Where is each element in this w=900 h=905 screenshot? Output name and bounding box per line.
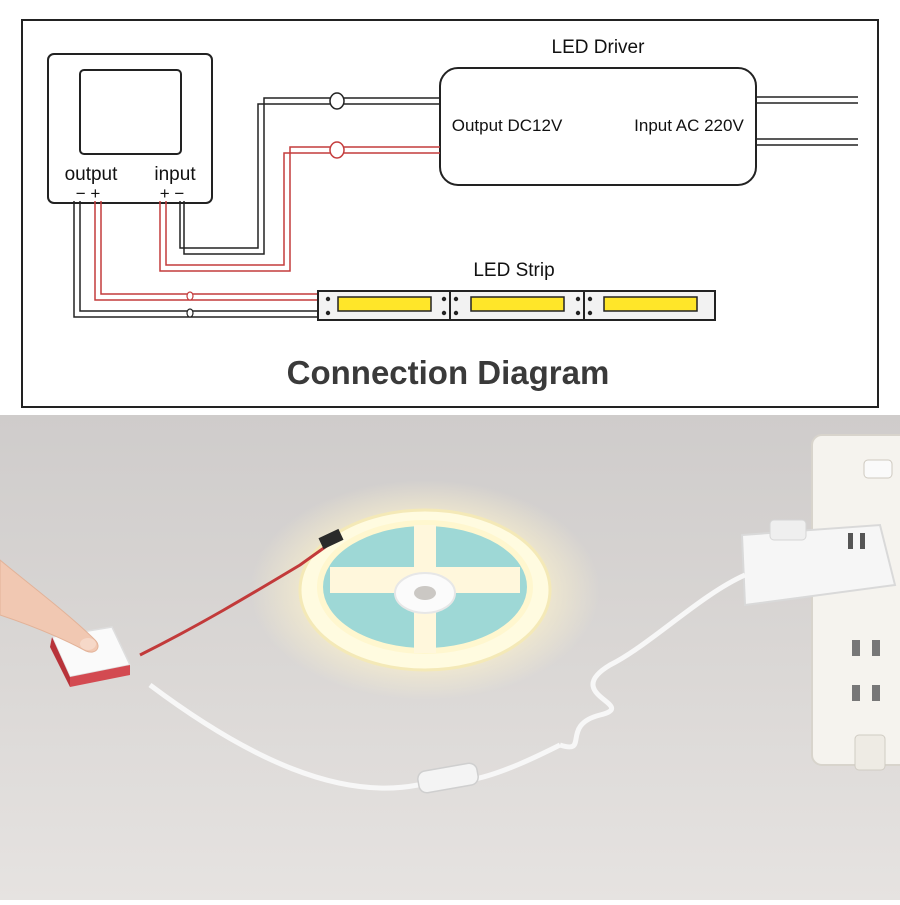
driver-output-label: Output DC12V (452, 116, 563, 135)
hand (0, 559, 99, 653)
strip-wire-joint-positive (186, 291, 194, 301)
led-segment-2 (470, 296, 565, 312)
connection-diagram-panel: output input − + + − LED Driver Output D… (0, 0, 900, 415)
switch-touch-pad (79, 69, 182, 155)
switch-output-polarity: − + (76, 184, 101, 203)
wire-connector-positive (329, 141, 345, 159)
connection-diagram: output input − + + − LED Driver Output D… (21, 19, 879, 408)
driver-title: LED Driver (552, 37, 646, 58)
dc-connector (417, 762, 479, 794)
switch-cable (148, 682, 419, 791)
strip-lead-connector (318, 528, 344, 550)
switch-positive-output-wire (94, 201, 318, 301)
power-adapter (740, 519, 897, 607)
switch-input-label: input (154, 164, 196, 185)
diagram-title: Connection Diagram (287, 354, 610, 391)
driver-negative-wire (179, 97, 440, 255)
strip-solder-pads (325, 291, 593, 320)
adapter-cable (559, 572, 747, 750)
switch-negative-output-wire (73, 201, 318, 318)
switch-output-label: output (65, 164, 119, 185)
product-photo (0, 415, 900, 900)
product-photo-illustration (0, 415, 900, 900)
led-segment-3 (603, 296, 698, 312)
strip-label: LED Strip (473, 260, 554, 281)
ac-input-wires (756, 96, 858, 146)
wire-connector-negative (329, 92, 345, 110)
led-strip-reel (298, 508, 552, 672)
led-segment-1 (337, 296, 432, 312)
strip-lead-wire (139, 538, 336, 657)
switch-input-polarity: + − (160, 184, 185, 203)
strip-wire-joint-negative (186, 308, 194, 318)
power-strip (811, 434, 900, 771)
driver-input-label: Input AC 220V (634, 116, 744, 135)
led-driver-box (439, 67, 757, 186)
